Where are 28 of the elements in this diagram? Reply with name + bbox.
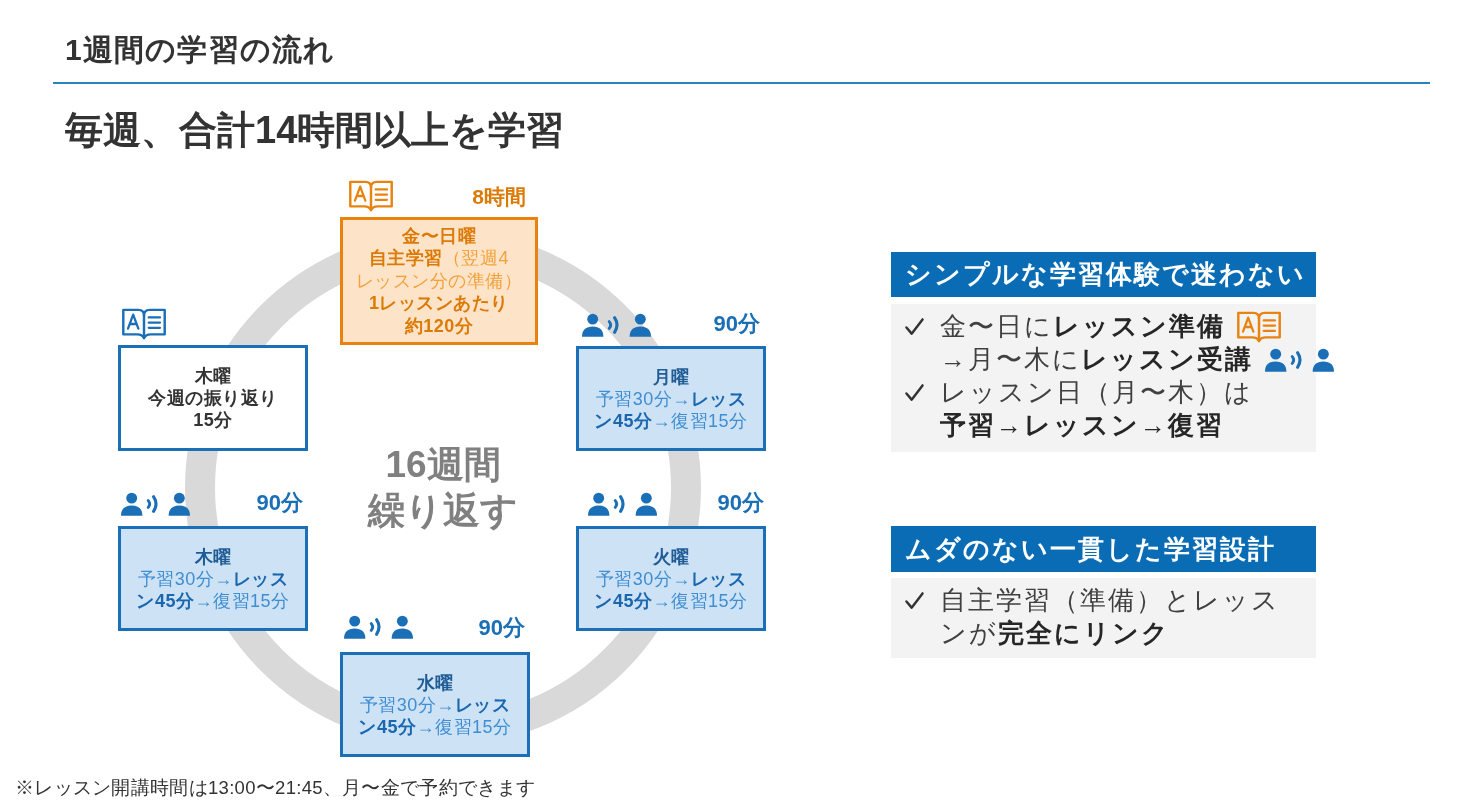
activity-text: 予習30分→レッスン45分→復習15分 <box>593 567 749 612</box>
duration-label: 90分 <box>478 615 525 641</box>
activity-text: 15分 <box>193 409 233 431</box>
activity-text: 予習30分→レッスン45分→復習15分 <box>357 693 513 738</box>
day-heading: 水曜 <box>416 671 454 694</box>
panel-heading: シンプルな学習体験で迷わない <box>891 252 1316 297</box>
page-title: 1週間の学習の流れ <box>65 32 336 68</box>
day-heading: 木曜 <box>194 545 232 568</box>
checklist-item: レッスン日（月〜木）は予習→レッスン→復習 <box>940 377 1253 440</box>
checklist-item: 金〜日にレッスン準備→月〜木にレッスン受講 <box>940 311 1253 374</box>
activity-text: 予習30分→レッスン45分→復習15分 <box>135 567 291 612</box>
footnote: ※レッスン開講時間は13:00〜21:45、月〜金で予約できます <box>15 776 536 800</box>
ring-label: 16週間繰り返す <box>368 443 518 533</box>
activity-text: 予習30分→レッスン45分→復習15分 <box>593 387 749 432</box>
panel-heading: ムダのない一貫した学習設計 <box>891 526 1316 572</box>
day-heading: 火曜 <box>652 545 690 568</box>
duration-label: 90分 <box>717 490 764 516</box>
activity-text: 1レッスンあたり約120分 <box>368 292 510 338</box>
day-heading: 月曜 <box>652 365 690 388</box>
day-heading: 金〜日曜 <box>402 224 476 248</box>
day-heading: 木曜 <box>194 365 232 387</box>
duration-label: 90分 <box>713 311 760 337</box>
duration-label: 90分 <box>256 490 303 516</box>
activity-text: 今週の振り返り <box>148 387 278 409</box>
subtitle: 毎週、合計14時間以上を学習 <box>65 108 565 153</box>
checklist-item: 自主学習（準備）とレッスンが完全にリンク <box>940 585 1280 648</box>
activity-text: 自主学習（翌週4レッスン分の準備） <box>354 247 524 293</box>
duration-label: 8時間 <box>472 184 526 210</box>
